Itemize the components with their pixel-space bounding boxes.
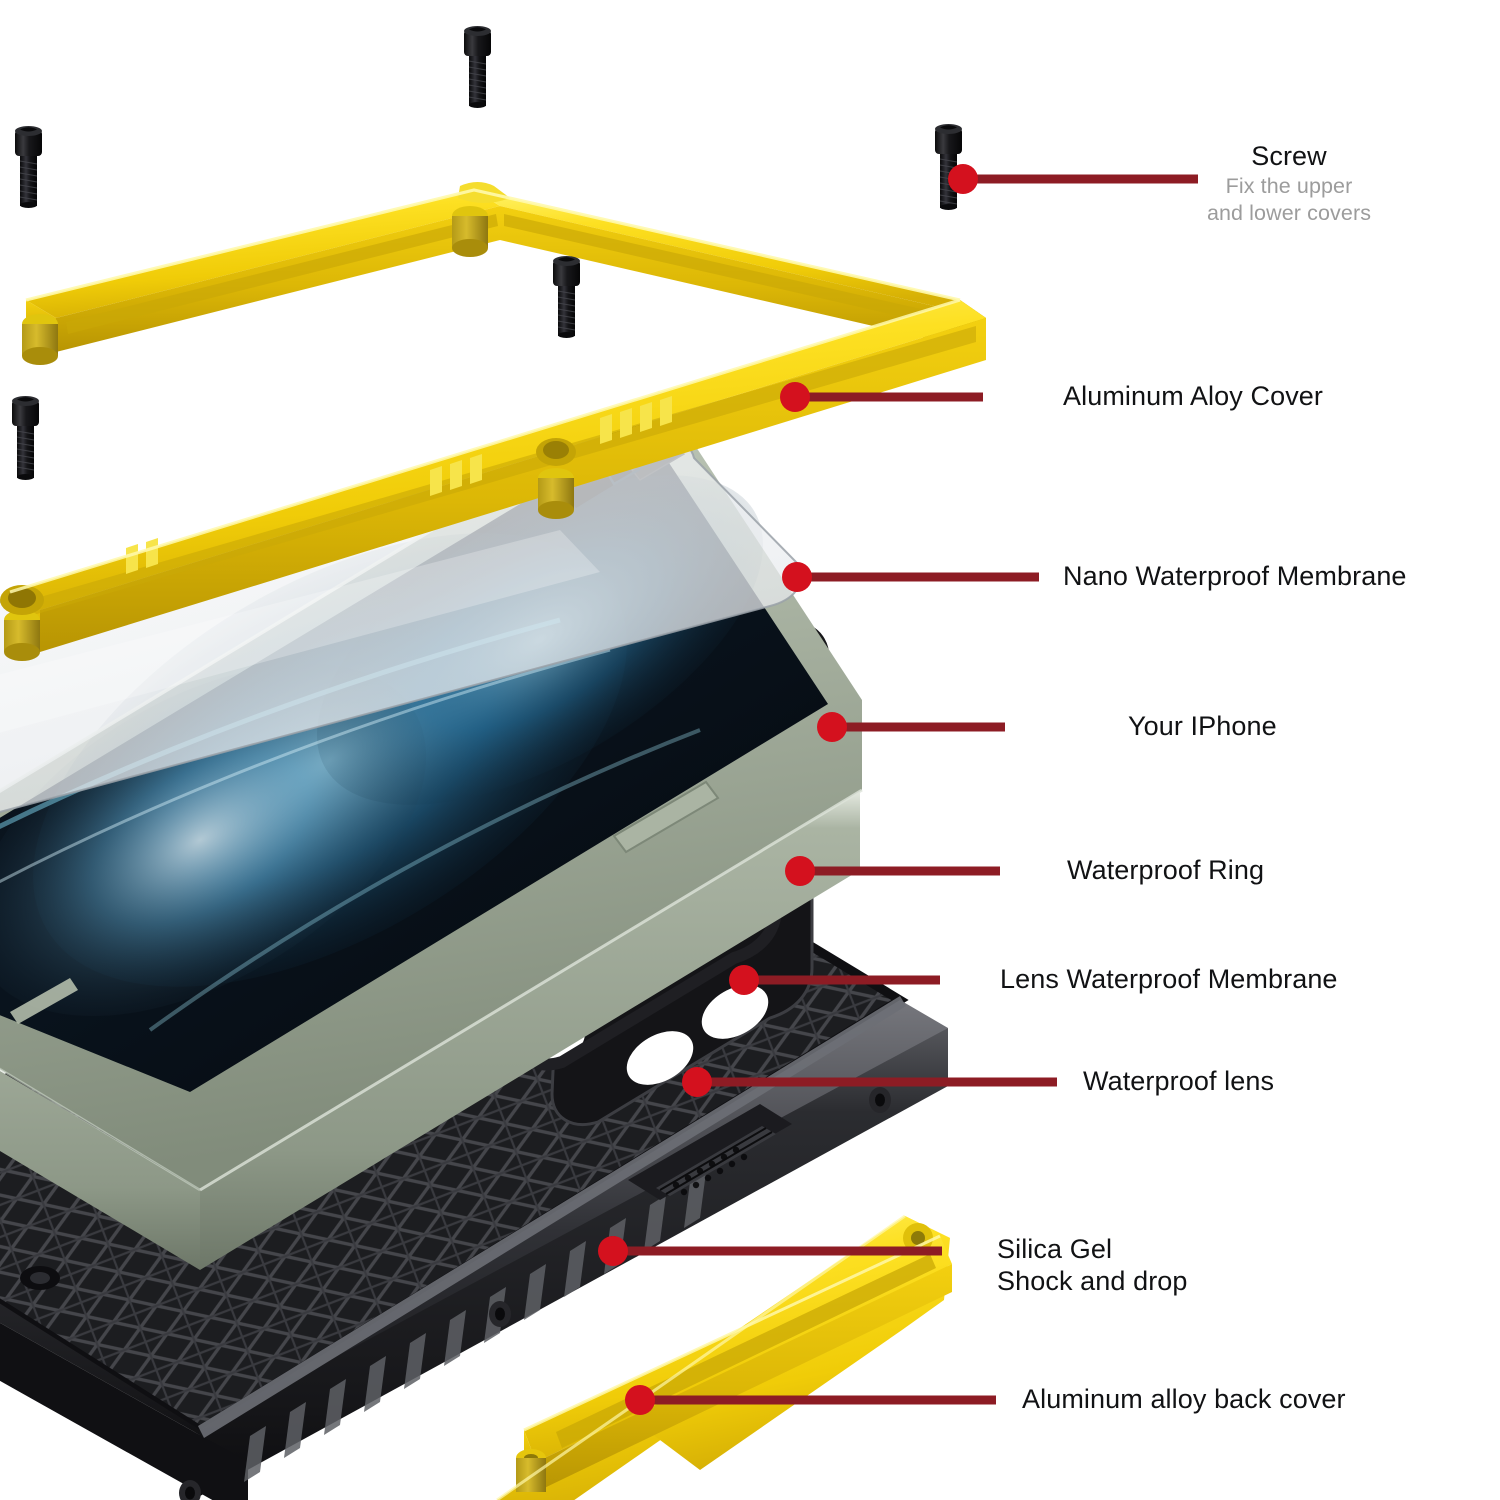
leader-dot-nano-waterproof-membrane: [782, 562, 812, 592]
callout-aluminum-alloy-cover-title: Aluminum Aloy Cover: [1063, 381, 1323, 411]
callout-waterproof-ring: Waterproof Ring: [1067, 855, 1264, 887]
screw-5: [935, 124, 962, 210]
callout-lens-waterproof-membrane: Lens Waterproof Membrane: [1000, 964, 1338, 996]
leader-dot-screw: [948, 164, 978, 194]
part-screws: [12, 26, 962, 480]
leader-dot-waterproof-lens: [682, 1067, 712, 1097]
leader-dot-silica-gel: [598, 1236, 628, 1266]
callout-nano-waterproof-membrane: Nano Waterproof Membrane: [1063, 561, 1407, 593]
callout-aluminum-alloy-cover: Aluminum Aloy Cover: [1063, 381, 1323, 413]
callout-leader-lines: [598, 164, 1198, 1415]
callout-silica-gel: Silica Gel Shock and drop: [997, 1234, 1188, 1298]
callout-waterproof-ring-title: Waterproof Ring: [1067, 855, 1265, 885]
callout-aluminum-alloy-back-cover-title: Aluminum alloy back cover: [1022, 1384, 1346, 1414]
callout-aluminum-alloy-back-cover: Aluminum alloy back cover: [1022, 1384, 1346, 1416]
callout-screw-subline-2: and lower covers: [1206, 201, 1372, 226]
screw-2: [15, 126, 42, 208]
callout-silica-gel-title: Silica Gel: [997, 1234, 1113, 1264]
leader-dot-aluminum-alloy-cover: [780, 382, 810, 412]
callout-waterproof-lens: Waterproof lens: [1083, 1066, 1274, 1098]
callout-silica-gel-subline-1: Shock and drop: [997, 1265, 1188, 1296]
callout-your-iphone-title: Your IPhone: [1128, 711, 1277, 741]
part-aluminum-alloy-cover: [0, 182, 986, 661]
leader-dot-aluminum-alloy-back-cover: [625, 1385, 655, 1415]
screw-3: [553, 256, 580, 338]
leader-dot-lens-waterproof-membrane: [729, 965, 759, 995]
callout-waterproof-lens-title: Waterproof lens: [1083, 1066, 1275, 1096]
screw-4: [12, 396, 39, 480]
callout-screw: Screw Fix the upper and lower covers: [1089, 141, 1489, 228]
callout-screw-title: Screw: [1251, 141, 1327, 171]
part-aluminum-alloy-back-cover: [496, 1214, 952, 1500]
leader-dot-waterproof-ring: [785, 856, 815, 886]
callout-nano-waterproof-membrane-title: Nano Waterproof Membrane: [1063, 561, 1407, 591]
callout-screw-subline-1: Fix the upper: [1225, 173, 1353, 198]
callout-your-iphone: Your IPhone: [1128, 711, 1277, 743]
screw-1: [464, 26, 491, 108]
callout-lens-waterproof-membrane-title: Lens Waterproof Membrane: [1000, 964, 1338, 994]
leader-dot-your-iphone: [817, 712, 847, 742]
